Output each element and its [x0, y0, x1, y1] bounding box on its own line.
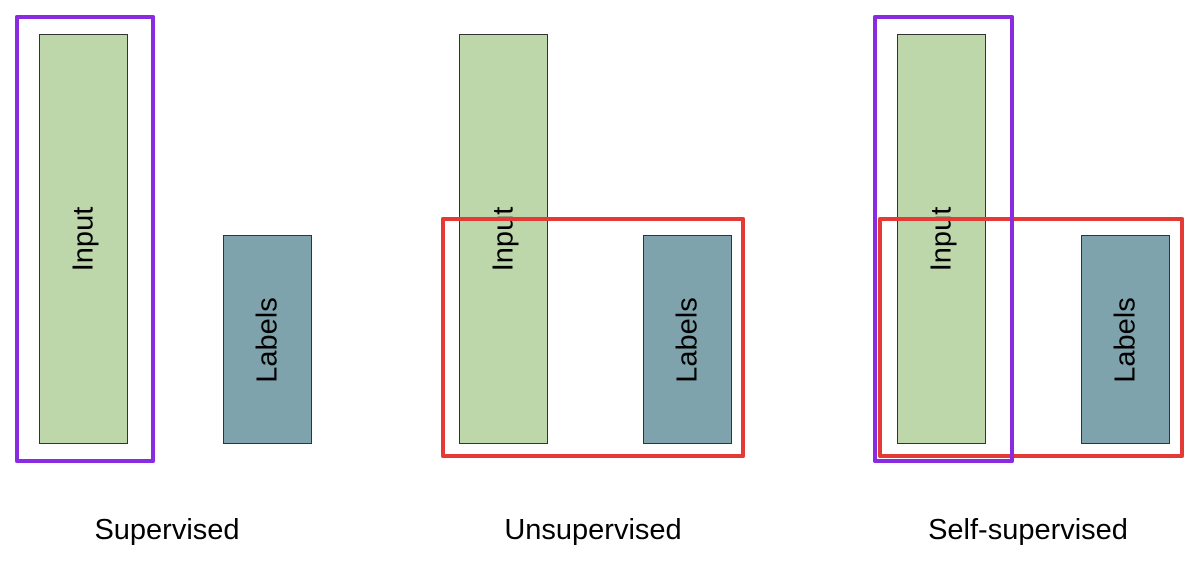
input-bar: Input	[897, 34, 986, 444]
labels-bar: Labels	[223, 235, 312, 444]
panel-caption: Self-supervised	[928, 514, 1128, 546]
panel-caption: Unsupervised	[504, 514, 682, 546]
input-highlight-frame	[873, 15, 1014, 463]
labels-highlight-frame	[878, 217, 1184, 458]
labels-highlight-frame	[441, 217, 745, 458]
labels-bar: Labels	[643, 235, 732, 444]
input-highlight-frame	[15, 15, 155, 463]
input-bar: Input	[39, 34, 128, 444]
panel-caption: Supervised	[94, 514, 240, 546]
input-bar: Input	[459, 34, 548, 444]
labels-label: Labels	[251, 296, 283, 383]
labels-bar: Labels	[1081, 235, 1170, 444]
